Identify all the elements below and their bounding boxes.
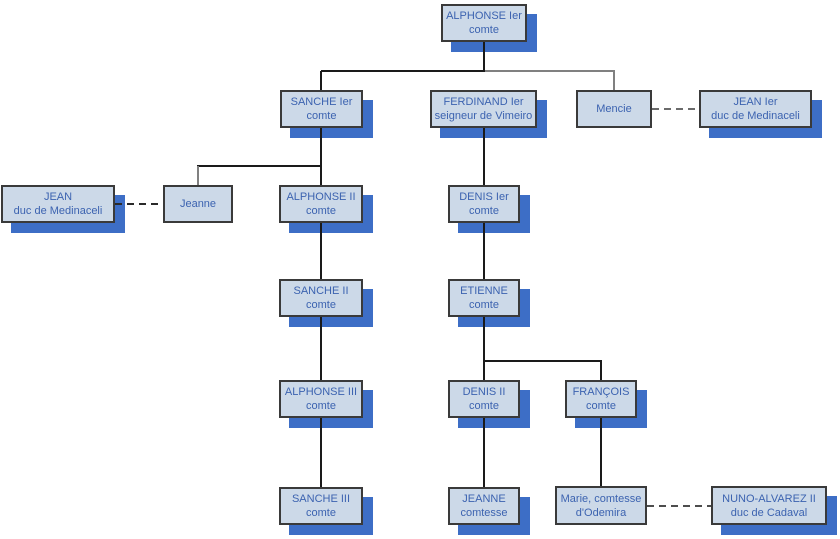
tree-node-sanche-1er: SANCHE Ier comte [280,90,363,128]
connector-line [613,71,615,90]
node-label: comte [469,400,499,412]
node-label: comte [469,24,499,36]
node-label: SANCHE III [291,493,351,505]
connector-line [320,223,322,279]
tree-node-jeanne-comtesse: JEANNE comtesse [448,487,520,525]
node-label: ALPHONSE III [284,386,358,398]
node-label: FERDINAND Ier [443,96,524,108]
marriage-dash-line [647,505,711,507]
node-label: comte [586,400,616,412]
marriage-dash-line [115,203,163,205]
tree-node-francois: FRANÇOIS comte [565,380,637,418]
connector-line [197,166,199,185]
node-label: SANCHE Ier [290,96,353,108]
node-label: Mencie [596,103,632,115]
marriage-dash-line [652,108,699,110]
node-label: seigneur de Vimeiro [434,110,533,122]
node-label: duc de Medinaceli [13,205,103,217]
connector-line [485,70,615,72]
connector-line [483,128,485,185]
node-label: ALPHONSE II [286,191,356,203]
tree-node-ferdinand-1er: FERDINAND Ier seigneur de Vimeiro [430,90,537,128]
node-label: ALPHONSE Ier [446,10,522,22]
tree-node-denis-2: DENIS II comte [448,380,520,418]
node-label: comte [469,205,499,217]
node-label: JEANNE [462,493,506,505]
tree-node-jeanne: Jeanne [163,185,233,223]
node-label: FRANÇOIS [572,386,630,398]
connector-line [600,361,602,380]
node-label: duc de Cadaval [730,506,808,519]
node-label: JEAN Ier [733,96,778,108]
node-label: comtesse [460,507,508,519]
node-label: SANCHE II [293,285,349,297]
node-label: duc de Medinaceli [711,110,800,122]
connector-line [483,42,485,72]
node-label: Jeanne [179,198,217,210]
connector-line [320,128,322,167]
node-label: comte [306,299,336,311]
node-label: comte [306,400,336,412]
connector-line [320,418,322,487]
connector-line [483,418,485,487]
connector-line [483,361,485,380]
connector-line [320,71,322,90]
connector-line [197,165,322,167]
node-label: comte [306,205,336,217]
tree-node-mencie: Mencie [576,90,652,128]
node-label: DENIS Ier [459,191,509,203]
node-label: comte [306,110,337,122]
tree-node-jean-1er: JEAN Ier duc de Medinaceli [699,90,812,128]
node-label: ETIENNE [460,285,508,297]
node-label: comte [306,507,336,519]
node-label: d'Odemira [575,506,627,519]
connector-line [321,70,485,72]
tree-node-alphonse-1er: ALPHONSE Ier comte [441,4,527,42]
node-label: Marie, comtesse [560,492,642,505]
tree-node-etienne: ETIENNE comte [448,279,520,317]
node-label: DENIS II [462,386,506,398]
connector-line [600,418,602,486]
tree-node-sanche-3: SANCHE III comte [279,487,363,525]
tree-node-denis-1er: DENIS Ier comte [448,185,520,223]
connector-line [320,317,322,380]
node-label: JEAN [43,191,73,203]
tree-node-alphonse-2: ALPHONSE II comte [279,185,363,223]
connector-line [483,223,485,279]
connector-line [483,360,602,362]
tree-node-alphonse-3: ALPHONSE III comte [279,380,363,418]
connector-line [483,317,485,362]
node-label: comte [469,299,499,311]
node-label: NUNO-ALVAREZ II [722,492,816,505]
tree-node-jean: JEAN duc de Medinaceli [1,185,115,223]
connector-line [320,166,322,185]
tree-node-sanche-2: SANCHE II comte [279,279,363,317]
